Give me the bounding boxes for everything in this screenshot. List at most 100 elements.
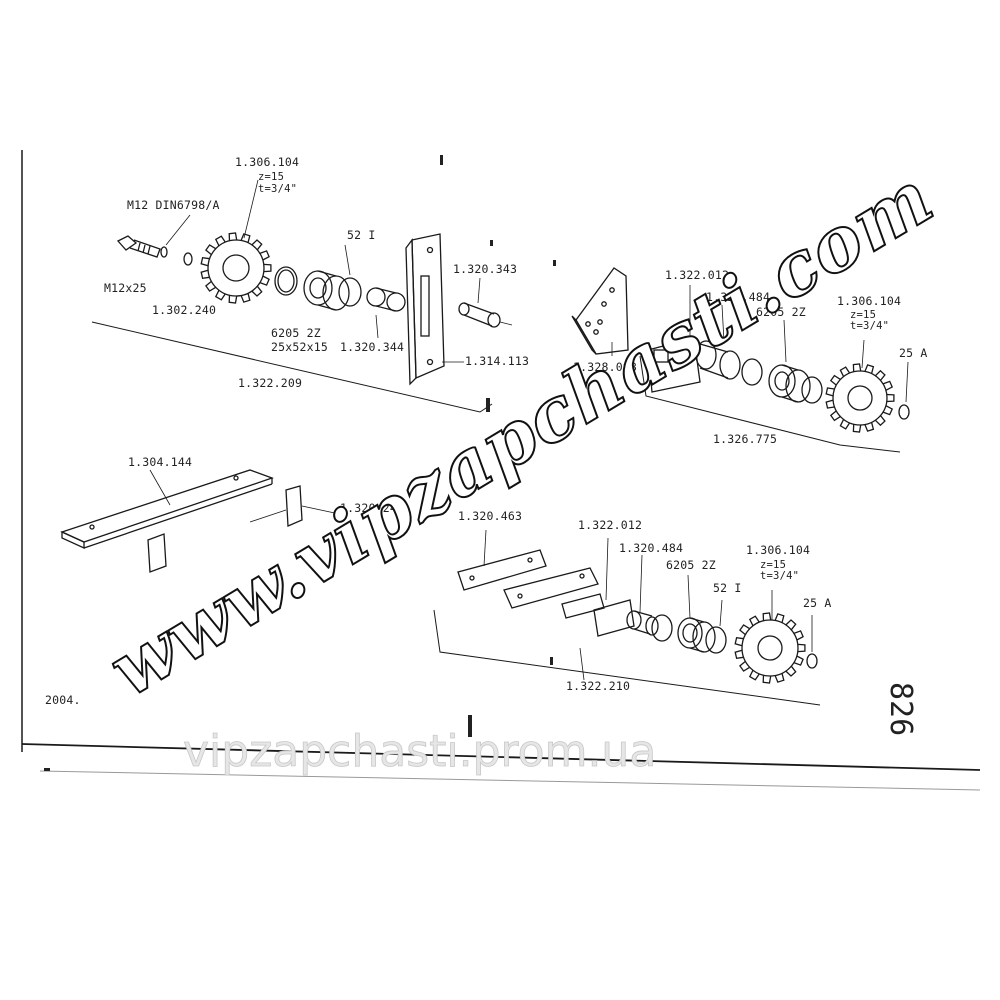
label-part-1314113: 1.314.113 (465, 354, 530, 368)
label-52i-lower: 52 I (713, 581, 742, 595)
bearing-6205-2z-right (768, 364, 811, 403)
bolt-m12x25 (116, 235, 161, 258)
label-part-1320242: 1.320.242 (340, 501, 405, 515)
sprocket-tooth (205, 244, 217, 256)
sprocket-teeth (825, 363, 895, 433)
sprocket-tooth (214, 289, 226, 301)
bar-1304144 (60, 469, 274, 550)
label-assembly-1322210: 1.322.210 (566, 679, 631, 693)
sprocket-tooth (793, 655, 804, 666)
label-part-1306104-right: 1.306.104 (837, 294, 902, 308)
label-part-1320484-lower: 1.320.484 (619, 541, 684, 555)
sleeve-1320344 (366, 287, 406, 312)
sprocket-tooth (864, 364, 875, 374)
sprocket-tooth (739, 624, 751, 636)
circlip-upper-right (741, 358, 763, 386)
circlip-52i-lower (705, 626, 727, 654)
sprocket-tooth (852, 424, 862, 433)
label-part-1306104-upper: 1.306.104 (235, 155, 300, 169)
label-t34-upper: t=3/4" (258, 183, 298, 195)
label-6205-2z-upper: 6205 2Z (271, 326, 321, 340)
snap-ring-25a (898, 404, 910, 420)
snap-ring-25a-lower (806, 653, 818, 669)
sprocket-tooth (205, 280, 217, 292)
label-year-2004: 2004. (45, 693, 81, 707)
label-z15-lower: z=15 (760, 559, 787, 571)
scan-specks (44, 155, 556, 771)
sprocket-teeth (200, 232, 272, 304)
washer-1302240 (183, 252, 193, 266)
assembly-1322209 (91, 179, 513, 413)
sprocket-tooth (774, 613, 785, 623)
plate-mid (503, 567, 599, 609)
label-part-1328083: 1.328.083 (573, 360, 638, 374)
label-t34-right: t=3/4" (850, 320, 890, 332)
label-z15-upper: z=15 (258, 171, 285, 183)
label-52i-upper: 52 I (347, 228, 376, 242)
sprocket-tooth (748, 615, 760, 627)
assembly-1322210 (433, 529, 821, 706)
sprocket-tooth (214, 235, 226, 247)
sprocket-tooth (829, 374, 841, 386)
label-assembly-1326775: 1.326.775 (713, 432, 778, 446)
label-25a-lower: 25 A (803, 596, 832, 610)
label-m12x25: M12x25 (104, 281, 147, 295)
plate-1328083 (571, 267, 629, 355)
label-part-1306104-lower: 1.306.104 (746, 543, 811, 557)
housing-1322012-upper (647, 337, 741, 393)
bearing-6205-2z (303, 270, 350, 311)
plate-small (561, 593, 605, 619)
sprocket-tooth (251, 239, 263, 251)
label-6205-2z-right: 6205 2Z (756, 305, 806, 319)
sprocket-tooth (739, 660, 751, 672)
label-6205-2z-lower: 6205 2Z (666, 558, 716, 572)
sprocket-1306104-lower (741, 590, 799, 677)
page-number: 826 (883, 682, 918, 737)
sprocket-tooth (785, 665, 797, 677)
sprocket-tooth (240, 233, 251, 243)
sprocket-tooth (886, 393, 895, 403)
circlip-52i-2 (338, 277, 362, 307)
sprocket-tooth (762, 612, 772, 621)
circlip-right-2 (801, 376, 823, 404)
housing-1322012-lower (593, 537, 659, 637)
sprocket-tooth (200, 256, 210, 267)
sprocket-tooth (774, 673, 785, 683)
sprocket-tooth (762, 675, 772, 684)
sprocket-tooth (228, 232, 238, 241)
bottom-border-line (21, 743, 981, 771)
part-1320242 (147, 485, 345, 573)
sprocket-tooth (874, 415, 886, 427)
sprocket-tooth (200, 269, 210, 280)
sprocket-tooth (240, 293, 251, 303)
circlip-52i (274, 266, 298, 296)
label-25a-right: 25 A (899, 346, 928, 360)
label-25x52x15: 25x52x15 (271, 340, 328, 354)
washer (160, 246, 168, 258)
sprocket-tooth (797, 643, 806, 653)
sprocket-tooth (825, 399, 835, 409)
bottom-shadow-line (39, 770, 981, 791)
pin-1320343 (458, 302, 513, 328)
label-m12-din6798: M12 DIN6798/A (127, 198, 220, 212)
sprocket-tooth (852, 363, 862, 372)
circlip-lower (651, 614, 673, 642)
sprocket-tooth (734, 649, 744, 660)
sprocket-tooth (882, 405, 894, 416)
sprocket-tooth (793, 630, 804, 641)
label-part-1320484-upper: 1.320.484 (706, 290, 771, 304)
sprocket-tooth (839, 419, 851, 430)
label-part-1320463: 1.320.463 (458, 509, 523, 523)
label-assembly-1322209: 1.322.209 (238, 376, 303, 390)
sprocket-tooth (228, 295, 238, 304)
label-part-1322012-upper: 1.322.012 (665, 268, 730, 282)
sprocket-tooth (874, 369, 886, 381)
sprocket-tooth (785, 619, 797, 631)
sprocket-tooth (864, 422, 875, 432)
label-part-1320344: 1.320.344 (340, 340, 405, 354)
sprocket-tooth (829, 410, 841, 422)
sprocket-1306104-right (832, 370, 888, 426)
label-z15-right: z=15 (850, 309, 877, 321)
